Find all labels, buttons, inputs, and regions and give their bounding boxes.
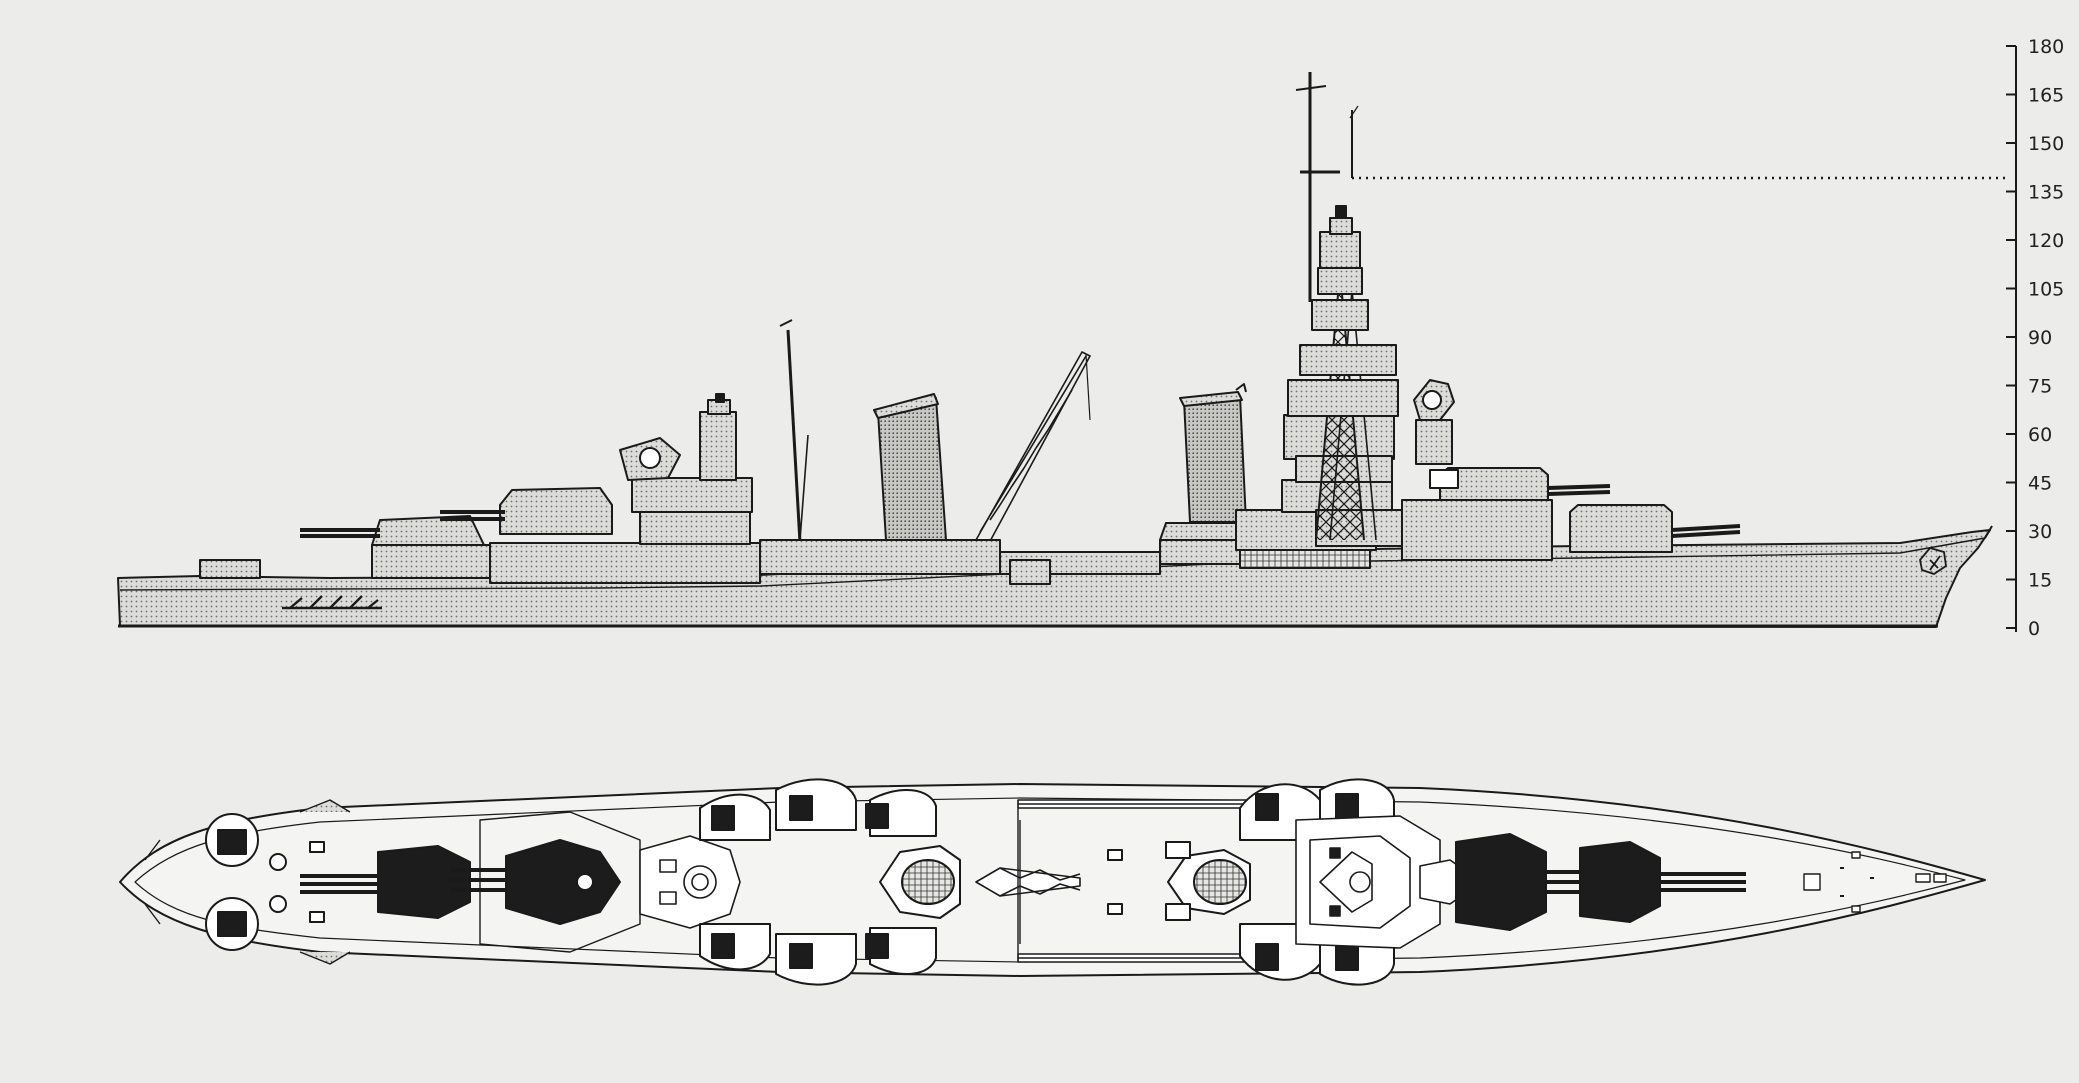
scale-tick-label: 0 bbox=[2028, 618, 2040, 640]
turret-x-side bbox=[440, 487, 613, 535]
forward-director bbox=[1413, 379, 1455, 465]
scale-tick-label: 120 bbox=[2028, 230, 2064, 252]
turret-y-plan bbox=[300, 845, 471, 919]
after-superstructure-plan bbox=[639, 835, 741, 929]
scale-tick-label: 150 bbox=[2028, 133, 2064, 155]
ship-plan-view bbox=[119, 778, 1986, 986]
turret-b-side bbox=[1401, 467, 1611, 561]
tripod-foremast bbox=[1287, 205, 1399, 541]
forecastle-fittings-plan bbox=[1803, 851, 1947, 913]
scale-tick-label: 15 bbox=[2028, 570, 2052, 592]
radar-mast bbox=[1295, 72, 1359, 302]
crane-plan bbox=[975, 867, 1081, 897]
after-control-position bbox=[631, 477, 753, 513]
scale-tick-label: 30 bbox=[2028, 521, 2052, 543]
after-superstructure bbox=[489, 542, 761, 584]
scale-tick-label: 75 bbox=[2028, 376, 2052, 398]
turret-x-plan bbox=[450, 811, 641, 953]
scale-tick-label: 135 bbox=[2028, 182, 2064, 204]
scale-tick-label: 180 bbox=[2028, 36, 2064, 58]
forward-funnel-plan bbox=[1107, 841, 1251, 921]
midship-deckhouse bbox=[759, 539, 1001, 575]
scale-tick-label: 90 bbox=[2028, 327, 2052, 349]
scale-tick-label: 45 bbox=[2028, 473, 2052, 495]
stern-aa-mounts-plan bbox=[205, 813, 325, 951]
stern-deckhouse bbox=[199, 559, 261, 579]
forward-funnel bbox=[1179, 383, 1247, 523]
turret-a-plan bbox=[1579, 841, 1746, 923]
turret-y-side bbox=[300, 515, 485, 546]
turret-a-side bbox=[1569, 504, 1741, 553]
stern-screw-guards bbox=[282, 595, 382, 610]
mainmast bbox=[779, 319, 809, 544]
aircraft-crane bbox=[975, 351, 1091, 546]
bow-hawse-detail bbox=[1919, 547, 1947, 575]
after-funnel bbox=[873, 393, 947, 541]
midship-aa-mounts-plan bbox=[699, 778, 937, 986]
scale-tick-label: 60 bbox=[2028, 424, 2052, 446]
scale-tick-label: 165 bbox=[2028, 85, 2064, 107]
after-funnel-plan bbox=[879, 845, 961, 919]
scale-tick-label: 105 bbox=[2028, 279, 2064, 301]
ship-side-profile bbox=[117, 72, 2008, 628]
